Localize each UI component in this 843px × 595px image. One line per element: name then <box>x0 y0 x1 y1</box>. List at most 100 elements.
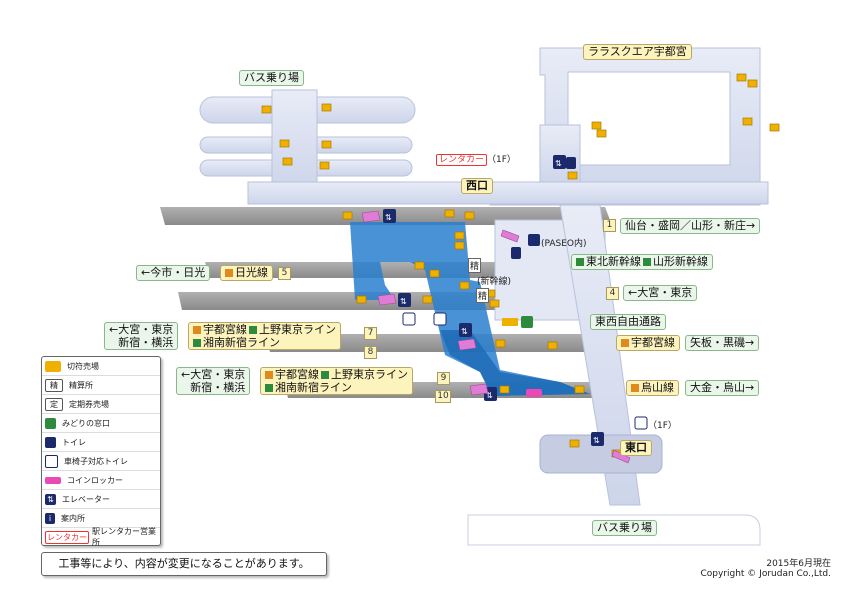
track-8-line-icon <box>621 339 629 347</box>
legend-row: レンタカー駅レンタカー営業所 <box>42 527 160 547</box>
west-concourse <box>247 181 769 205</box>
track-9-line-2: 湘南新宿ライン <box>275 381 352 394</box>
nikko-line-icon <box>225 269 233 277</box>
yamagata-shinkansen-icon <box>643 258 651 266</box>
lalasquare-label: ララスクエア宇都宮 <box>583 44 692 60</box>
legend-label: エレベーター <box>62 494 110 504</box>
coin-locker-icon <box>45 476 61 484</box>
legend-label: コインロッカー <box>67 475 123 485</box>
date-label: 2015年6月現在 <box>766 559 831 569</box>
karasuyama-line-name: 烏山線 <box>641 381 674 394</box>
track-7-line-1a: 宇都宮線 <box>203 323 247 336</box>
fare-adjust-icon: 精 <box>468 258 482 273</box>
info-icon: i <box>45 512 55 524</box>
accessible-toilet-icon <box>45 454 58 468</box>
track-9-utsunomiya-icon <box>265 371 273 379</box>
east-exit-label: 東口 <box>620 440 652 456</box>
legend-label: みどりの窓口 <box>62 418 110 428</box>
nikko-destination: ←今市・日光 <box>136 265 211 281</box>
legend-label: 駅レンタカー営業所 <box>92 527 156 547</box>
track-1-destination: 仙台・盛岡／山形・新庄→ <box>620 218 761 234</box>
legend-label: 車椅子対応トイレ <box>64 456 128 466</box>
track-9-line-1a: 宇都宮線 <box>275 368 319 381</box>
track-9-shonan-icon <box>265 384 273 392</box>
nikko-line-label: 日光線 <box>220 265 273 281</box>
elevator-arrows: ⇅⇅⇅ ⇅⇅⇅ <box>385 159 600 445</box>
fare-adjust-icon: 精 <box>45 378 63 392</box>
track-8-destination: 矢板・黒磯→ <box>685 335 760 351</box>
legend-label: 精算所 <box>69 380 93 390</box>
track-9-line-1b: 上野東京ライン <box>331 368 408 381</box>
rentacar-icon: レンタカー <box>436 154 488 166</box>
ueno-tokyo-line-icon <box>249 326 257 334</box>
track-8-number: 8 <box>364 346 377 359</box>
east-west-passage-label: 東西自由通路 <box>590 314 666 330</box>
shonan-shinjuku-line-icon <box>193 339 201 347</box>
ticket-machine-icon <box>45 360 61 372</box>
platform-5 <box>205 262 575 278</box>
bus-walkway <box>271 89 318 191</box>
track-8-line: 宇都宮線 <box>616 335 680 351</box>
east-accessible-floor: （1F） <box>648 421 677 431</box>
track-9-dest-2: 新宿・横浜 <box>190 381 246 394</box>
blue-passage-lower <box>440 330 590 396</box>
svg-text:⇅: ⇅ <box>486 391 493 400</box>
bus-stop-label-east: バス乗り場 <box>592 520 657 536</box>
legend-row: みどりの窓口 <box>42 414 160 433</box>
track-9-ueno-tokyo-icon <box>321 371 329 379</box>
track-10-destination: 大金・烏山→ <box>685 380 760 396</box>
track-9-destination: ←大宮・東京新宿・横浜 <box>176 367 251 395</box>
elevator-icons <box>383 155 604 446</box>
track-10-number: 10 <box>435 390 451 403</box>
accessible-toilet-icon-2 <box>433 312 447 326</box>
track-7-line-2: 湘南新宿ライン <box>203 336 280 349</box>
legend-label: 切符売場 <box>67 361 99 371</box>
legend-row: 精精算所 <box>42 376 160 395</box>
legend-row: ⇅ エレベーター <box>42 490 160 509</box>
stairs <box>361 210 631 464</box>
shinkansen-ticket-office <box>502 318 518 326</box>
coin-locker-icon <box>526 389 542 397</box>
tohoku-shinkansen-name: 東北新幹線 <box>586 255 641 268</box>
copyright: Copyright © Jorudan Co.,Ltd. <box>700 569 831 579</box>
legend-row: 車椅子対応トイレ <box>42 452 160 471</box>
lalasquare-building <box>489 47 761 206</box>
svg-text:⇅: ⇅ <box>385 213 392 222</box>
shinkansen-gate-label: (新幹線) <box>477 277 512 287</box>
elevator-icon: ⇅ <box>45 493 56 505</box>
bus-stop-label-west: バス乗り場 <box>239 70 304 86</box>
track-9-dest-1: ←大宮・東京 <box>181 368 246 381</box>
legend-row: i 案内所 <box>42 509 160 528</box>
west-exit-label: 西口 <box>461 178 493 194</box>
svg-text:⇅: ⇅ <box>555 159 562 168</box>
accessible-toilet-icon <box>402 312 416 326</box>
accessible-toilet-icon-3 <box>634 416 648 430</box>
track-7-dest-2: 新宿・横浜 <box>118 336 174 349</box>
legend-label: トイレ <box>62 437 86 447</box>
karasuyama-line-label: 烏山線 <box>626 380 679 396</box>
track-7-destination: ←大宮・東京新宿・横浜 <box>104 322 179 350</box>
notice-box: 工事等により、内容が変更になることがあります。 <box>41 552 327 576</box>
legend-row: コインロッカー <box>42 471 160 490</box>
svg-text:⇅: ⇅ <box>400 297 407 306</box>
legend-row: トイレ <box>42 433 160 452</box>
rentacar-label: レンタカー（1F） <box>436 152 516 166</box>
fare-adjust-icon-2: 精 <box>476 288 490 303</box>
commuter-pass-icon: 定 <box>45 397 63 411</box>
platform-7-8 <box>265 334 618 352</box>
paseo-label: (PASEO内) <box>541 239 587 249</box>
track-9-number: 9 <box>437 372 450 385</box>
toilet-icon <box>45 436 56 448</box>
east-west-passage <box>559 204 641 506</box>
track-7-dest-1: ←大宮・東京 <box>109 323 174 336</box>
track-1-number: 1 <box>603 219 616 232</box>
blue-passage <box>350 222 590 396</box>
track-4-destination: ←大宮・東京 <box>623 285 698 301</box>
nikko-line-name: 日光線 <box>235 266 268 279</box>
svg-text:⇅: ⇅ <box>593 436 600 445</box>
utsunomiya-line-icon <box>193 326 201 334</box>
yamagata-shinkansen-name: 山形新幹線 <box>653 255 708 268</box>
rentacar-floor: （1F） <box>487 155 516 165</box>
legend-label: 案内所 <box>61 513 85 523</box>
